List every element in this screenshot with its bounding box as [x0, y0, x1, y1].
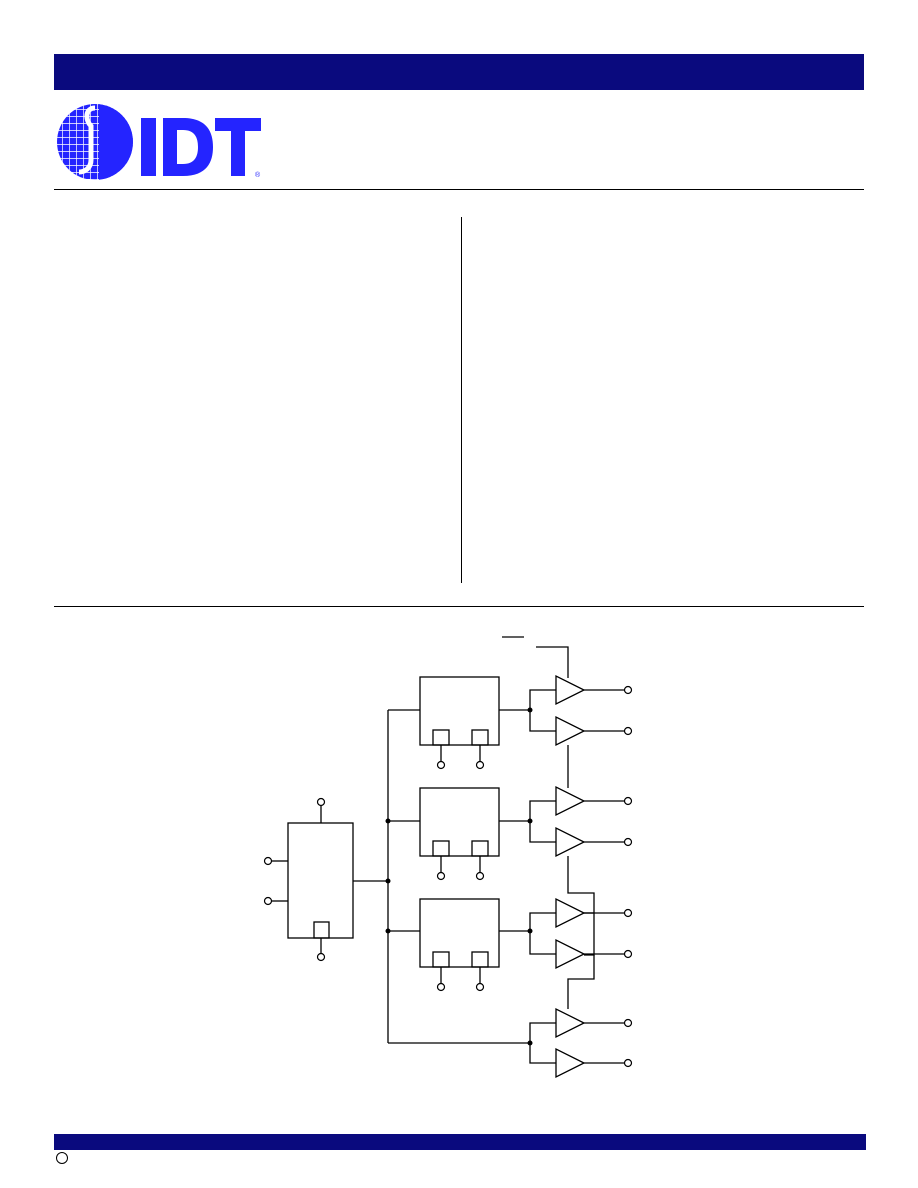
- pin-bottom: [316, 952, 326, 962]
- input-block: [287, 822, 354, 939]
- pin-output-1: [623, 685, 633, 695]
- buffer-pair-2: [529, 785, 624, 858]
- pin-output-5: [623, 908, 633, 918]
- pin-output-6: [623, 949, 633, 959]
- pin-output-4: [623, 837, 633, 847]
- pin-top: [316, 797, 326, 807]
- pin-input-2: [263, 896, 273, 906]
- stage-block-3: [419, 898, 530, 984]
- stage-block-2: [419, 787, 530, 873]
- buffer-pair-3: [529, 897, 624, 970]
- buffer-pair-1: [529, 674, 624, 747]
- pin-input-1: [263, 856, 273, 866]
- stage-block-1: [419, 676, 530, 762]
- pin-output-8: [623, 1058, 633, 1068]
- section-divider: [54, 606, 864, 607]
- input-block-port: [313, 921, 330, 939]
- pin-output-7: [623, 1018, 633, 1028]
- column-divider: [461, 217, 462, 583]
- enable-line: [536, 646, 569, 678]
- copyright-symbol: [56, 1152, 68, 1164]
- footer-bar: [54, 1134, 866, 1150]
- pin-output-3: [623, 796, 633, 806]
- header-divider: [54, 189, 864, 190]
- buffer-pair-4: [529, 1007, 624, 1079]
- header-bar: [54, 54, 864, 90]
- registered-mark: ®: [255, 171, 261, 179]
- pin-output-2: [623, 726, 633, 736]
- idt-logo: ®: [57, 104, 261, 180]
